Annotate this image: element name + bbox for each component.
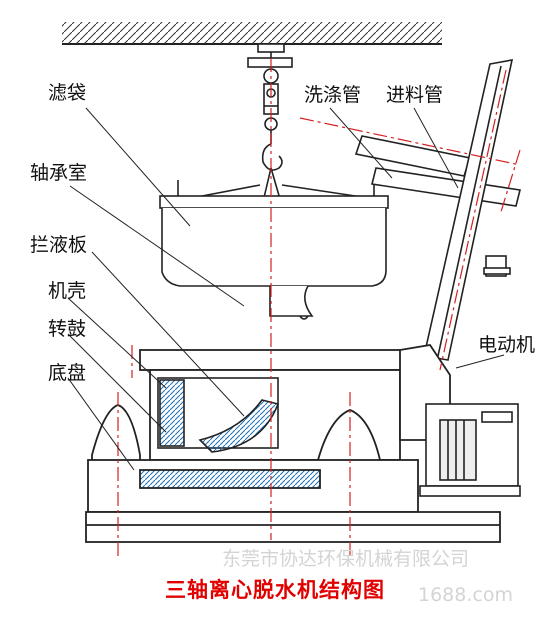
watermark-company: 东莞市协达环保机械有限公司 <box>222 548 470 570</box>
label-filter-bag: 滤袋 <box>48 82 87 104</box>
drum <box>157 377 280 453</box>
diagram-title: 三轴离心脱水机结构图 <box>165 578 385 602</box>
leader-lines <box>67 107 505 471</box>
label-motor: 电动机 <box>478 334 536 356</box>
feed-arm <box>423 58 514 361</box>
label-splash-plate: 拦液板 <box>30 234 88 256</box>
label-wash-pipe: 洗涤管 <box>304 84 362 106</box>
label-bearing-chamber: 轴承室 <box>30 162 88 184</box>
hoist-hook <box>180 43 383 207</box>
center-lines <box>117 58 521 560</box>
filter-bag <box>159 180 389 320</box>
chassis <box>85 459 501 543</box>
ceiling <box>62 22 442 45</box>
label-chassis: 底盘 <box>48 362 87 384</box>
watermark-site: 1688.com <box>418 584 513 606</box>
label-casing: 机壳 <box>48 280 87 302</box>
label-feed-pipe: 进料管 <box>386 84 444 106</box>
motor <box>419 403 521 497</box>
label-drum: 转鼓 <box>48 318 87 340</box>
